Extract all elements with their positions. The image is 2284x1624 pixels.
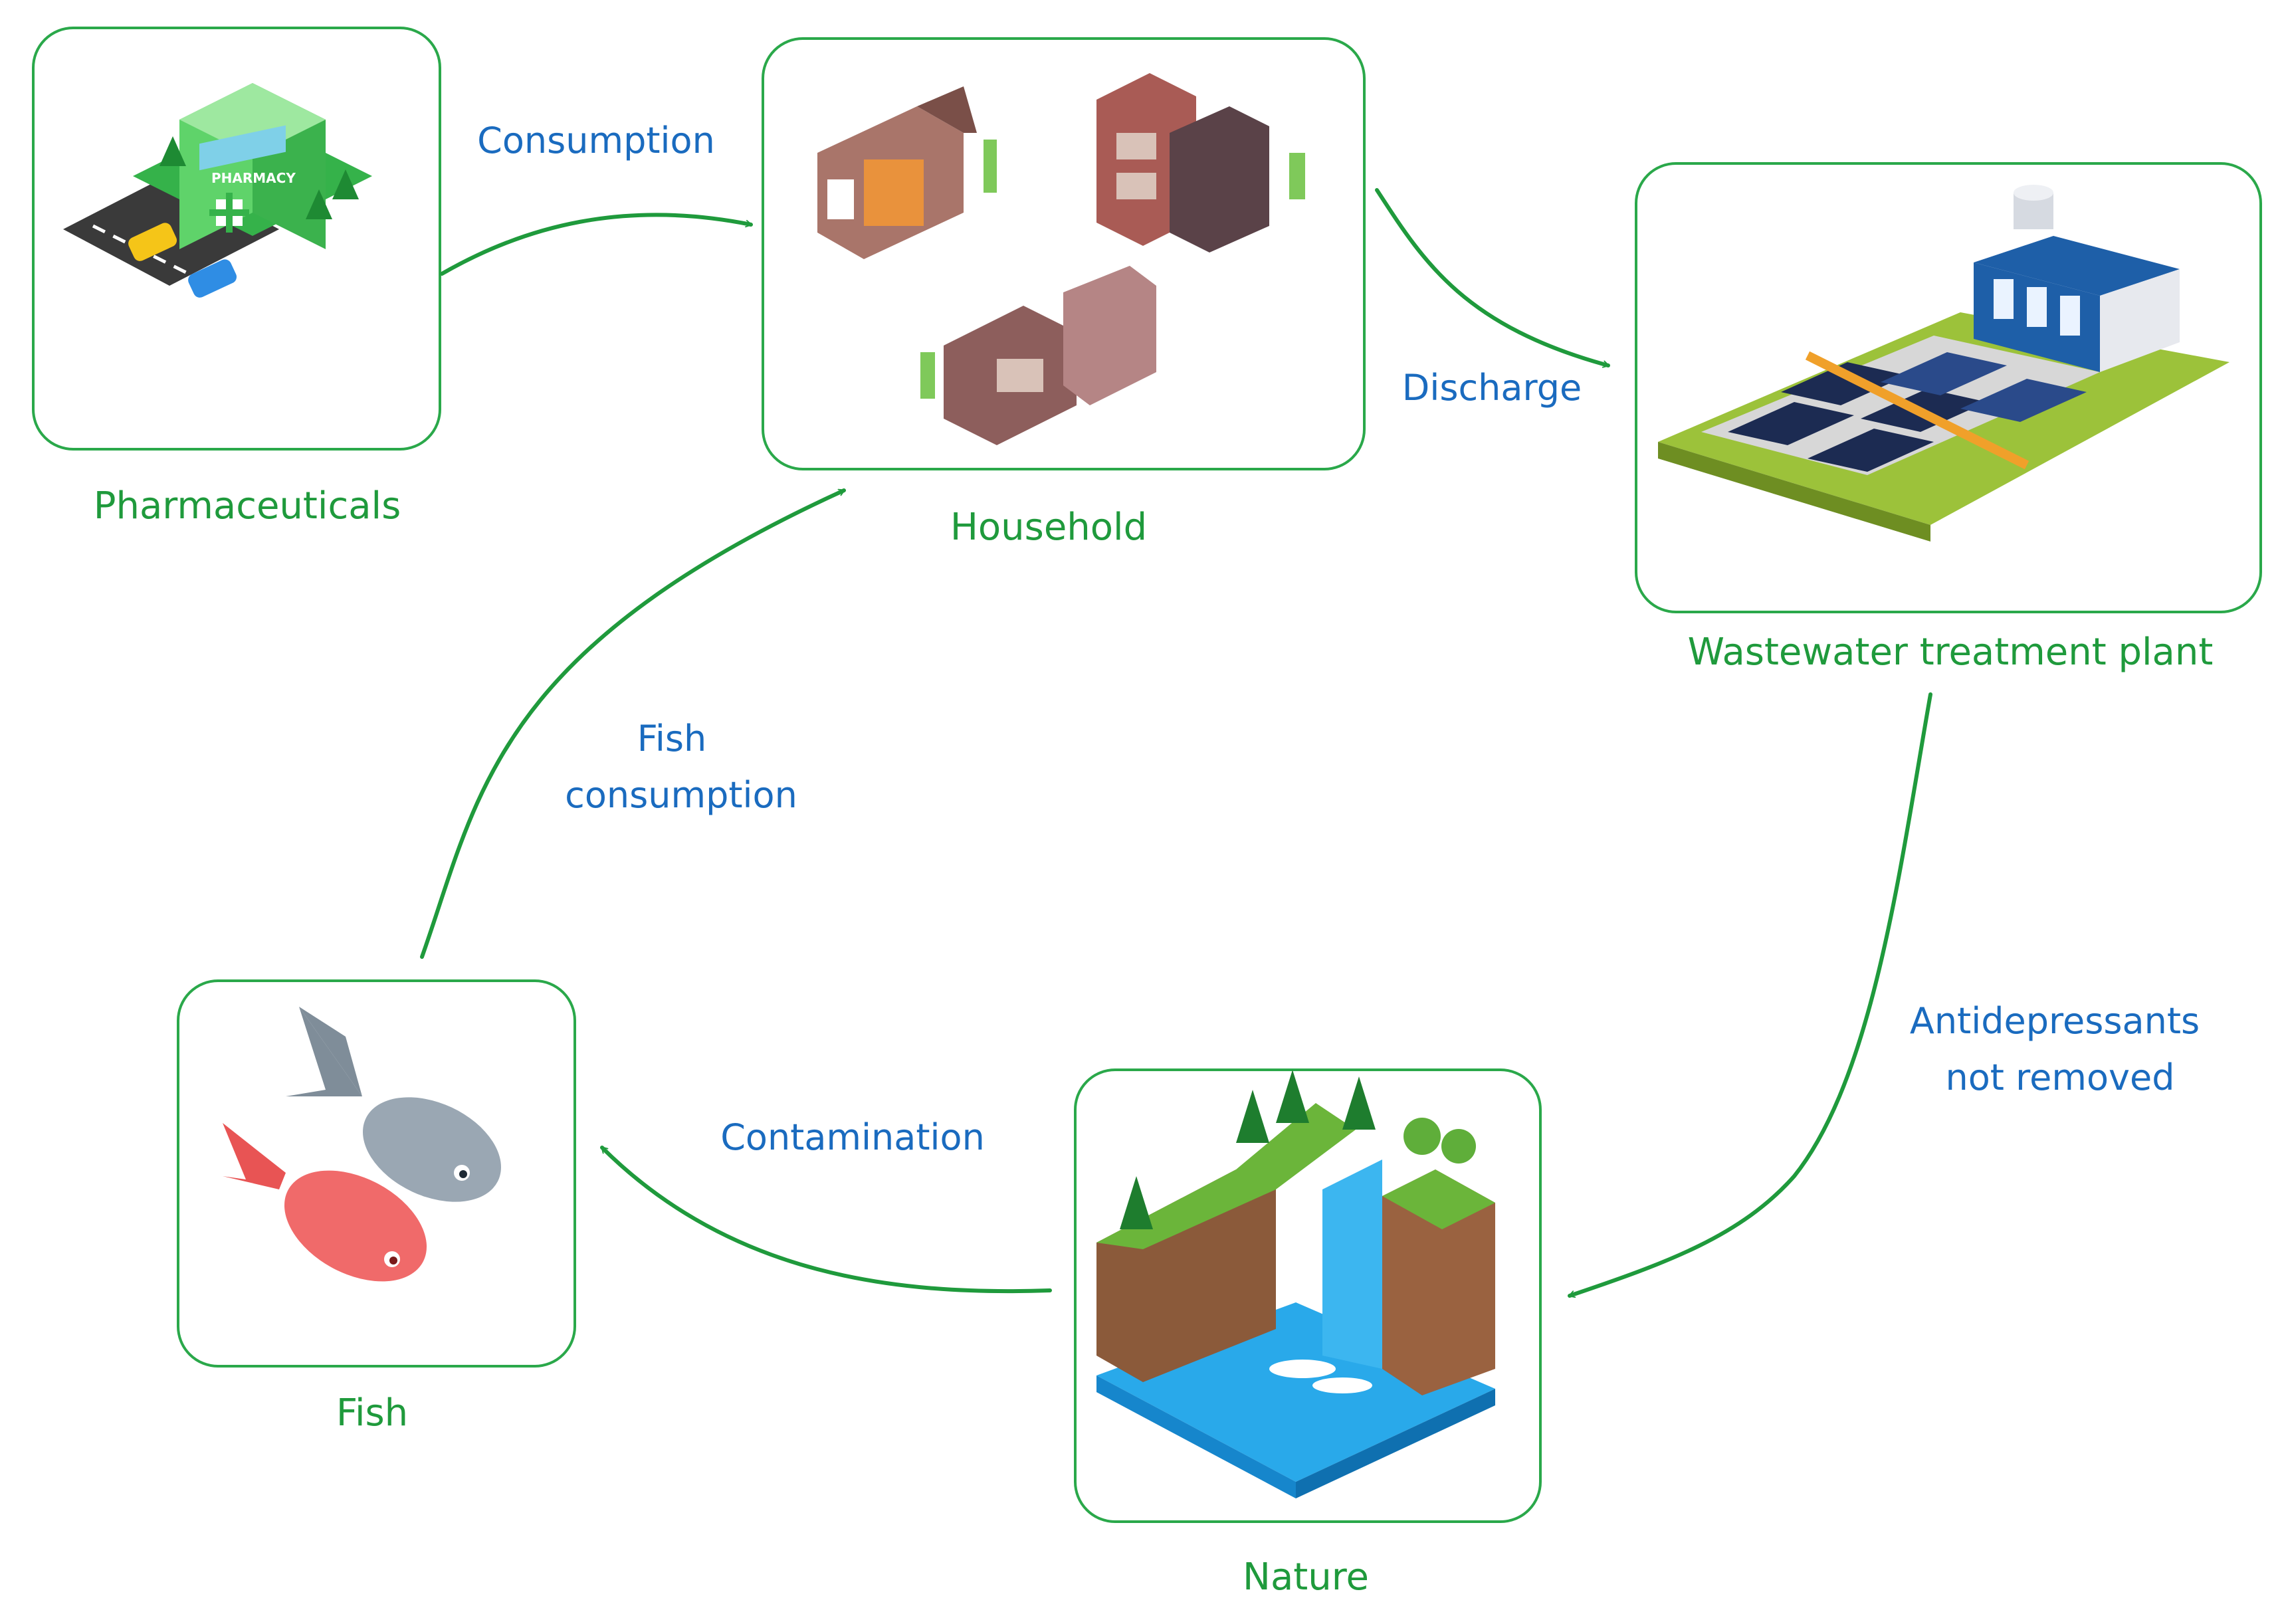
edge-label-contamination: Contamination <box>720 1116 985 1158</box>
arrow-fish-consumption <box>420 488 846 959</box>
edge-label-consumption: Consumption <box>477 120 715 161</box>
wastewater-node: Wastewater treatment plant <box>1635 162 2262 674</box>
arrow-consumption <box>440 213 753 276</box>
red-fish-icon <box>223 1123 427 1282</box>
edge-label-antidepressants-line2: not removed <box>1946 1057 2175 1098</box>
nature-label: Nature <box>1243 1556 1369 1599</box>
wastewater-label: Wastewater treatment plant <box>1688 631 2214 674</box>
arrow-contamination <box>600 1146 1052 1294</box>
household-label: Household <box>950 506 1147 549</box>
fish-icon <box>223 1007 501 1282</box>
pharmaceuticals-node: PHARMACY Pharmaceuticals <box>32 27 441 528</box>
arrow-discharge <box>1375 188 1610 368</box>
household-node: Household <box>762 37 1366 549</box>
pharmacy-icon: PHARMACY <box>63 83 372 298</box>
edge-label-antidepressants-line1: Antidepressants <box>1910 1000 2200 1042</box>
edge-label-fish-consumption-line2: consumption <box>565 774 797 816</box>
fish-label: Fish <box>336 1391 408 1435</box>
pharmacy-sign-text: PHARMACY <box>211 170 296 186</box>
edge-label-discharge: Discharge <box>1402 367 1582 409</box>
edge-label-fish-consumption-line1: Fish <box>637 718 707 760</box>
nature-node: Nature <box>1074 1068 1542 1599</box>
waterfall-icon <box>1096 1070 1495 1498</box>
fish-node: Fish <box>177 979 576 1435</box>
pharmaceuticals-label: Pharmaceuticals <box>94 484 401 528</box>
arrow-antidepressants <box>1568 692 1932 1298</box>
grey-fish-icon <box>286 1007 501 1202</box>
treatment-plant-icon <box>1658 185 2230 542</box>
fish-box <box>177 979 576 1368</box>
houses-icon <box>817 73 1305 445</box>
